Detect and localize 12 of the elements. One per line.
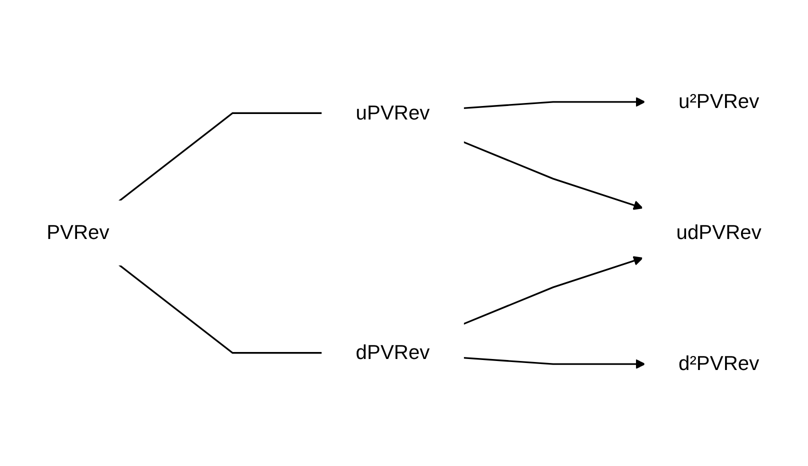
arrow (463, 141, 644, 210)
arrow (463, 356, 646, 369)
node-text: PVRev (46, 221, 110, 244)
arrow (463, 256, 644, 325)
node-text: uPVRev (356, 101, 430, 124)
node-text: d²PVRev (678, 352, 760, 375)
connector (118, 112, 322, 202)
node-text: dPVRev (356, 341, 430, 364)
node-text: u²PVRev (678, 90, 760, 113)
node-text: udPVRev (676, 221, 762, 244)
arrow (463, 97, 646, 110)
connector (118, 264, 322, 354)
